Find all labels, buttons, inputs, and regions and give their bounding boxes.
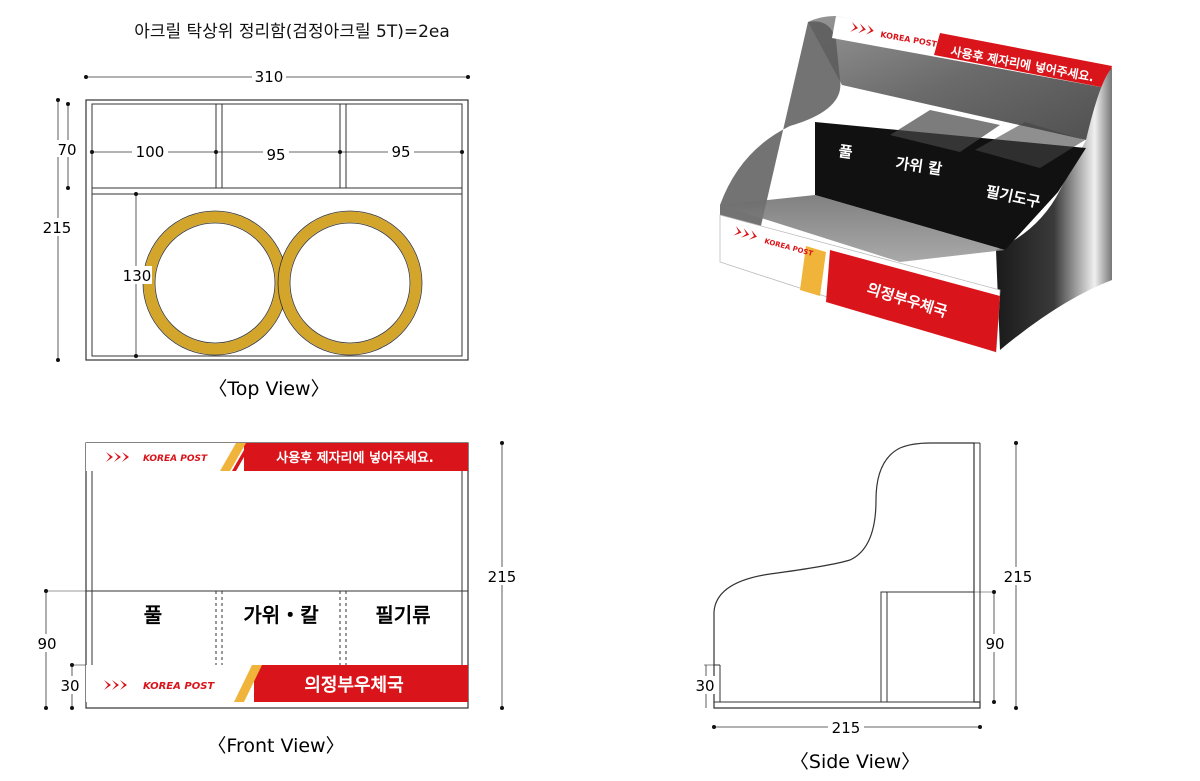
front-bottom-brand: KOREA POST: [143, 681, 215, 692]
dim-top-circle-area: 130: [123, 267, 152, 285]
front-top-brand: KOREA POST: [143, 454, 208, 464]
top-view: 310 215 70 100 95 95 130 〈Top View〉: [36, 68, 470, 400]
front-view-caption: 〈Front View〉: [207, 735, 344, 757]
dim-front-height: 215: [488, 568, 517, 586]
dim-front-base: 30: [60, 677, 79, 695]
front-view-outline: [85, 442, 469, 709]
dim-side-compartment: 90: [985, 635, 1004, 653]
top-view-caption: 〈Top View〉: [208, 378, 329, 400]
pen-holder-ring-right: [278, 211, 422, 355]
side-view-caption: 〈Side View〉: [790, 751, 920, 773]
front-label-glue: 풀: [144, 603, 162, 627]
dim-top-width: 310: [255, 68, 284, 86]
front-top-banner: [244, 443, 468, 471]
render-label-glue: 풀: [837, 142, 853, 162]
dim-side-height: 215: [1004, 568, 1033, 586]
front-bottom-banner: [254, 665, 468, 702]
dim-side-base: 30: [695, 677, 714, 695]
front-label-pens: 필기류: [375, 603, 430, 627]
dim-top-depth: 215: [43, 219, 72, 237]
dim-top-col1: 100: [136, 143, 165, 161]
dim-front-compartment: 90: [37, 635, 56, 653]
front-view: KOREA POST 사용후 제자리에 넣어주세요. 풀 가위・칼 필기류 KO…: [36, 441, 520, 757]
front-label-scissors: 가위・칼: [243, 603, 319, 627]
dim-top-col3: 95: [391, 143, 410, 161]
side-view-outline: [713, 442, 981, 709]
front-bottom-banner-text: 의정부우체국: [304, 675, 403, 696]
sheet-title: 아크릴 탁상위 정리함(검정아크릴 5T)=2ea: [134, 22, 450, 42]
front-top-banner-text: 사용후 제자리에 넣어주세요.: [276, 450, 434, 466]
dim-side-depth: 215: [832, 719, 861, 737]
product-3d-render: KOREA POST 사용후 제자리에 넣어주세요. 풀 가위 칼 필기도구 K…: [719, 16, 1112, 353]
dim-top-row: 70: [57, 141, 76, 159]
dim-top-col2: 95: [266, 146, 285, 164]
side-view: 215 90 30 215 〈Side View〉: [694, 441, 1036, 773]
